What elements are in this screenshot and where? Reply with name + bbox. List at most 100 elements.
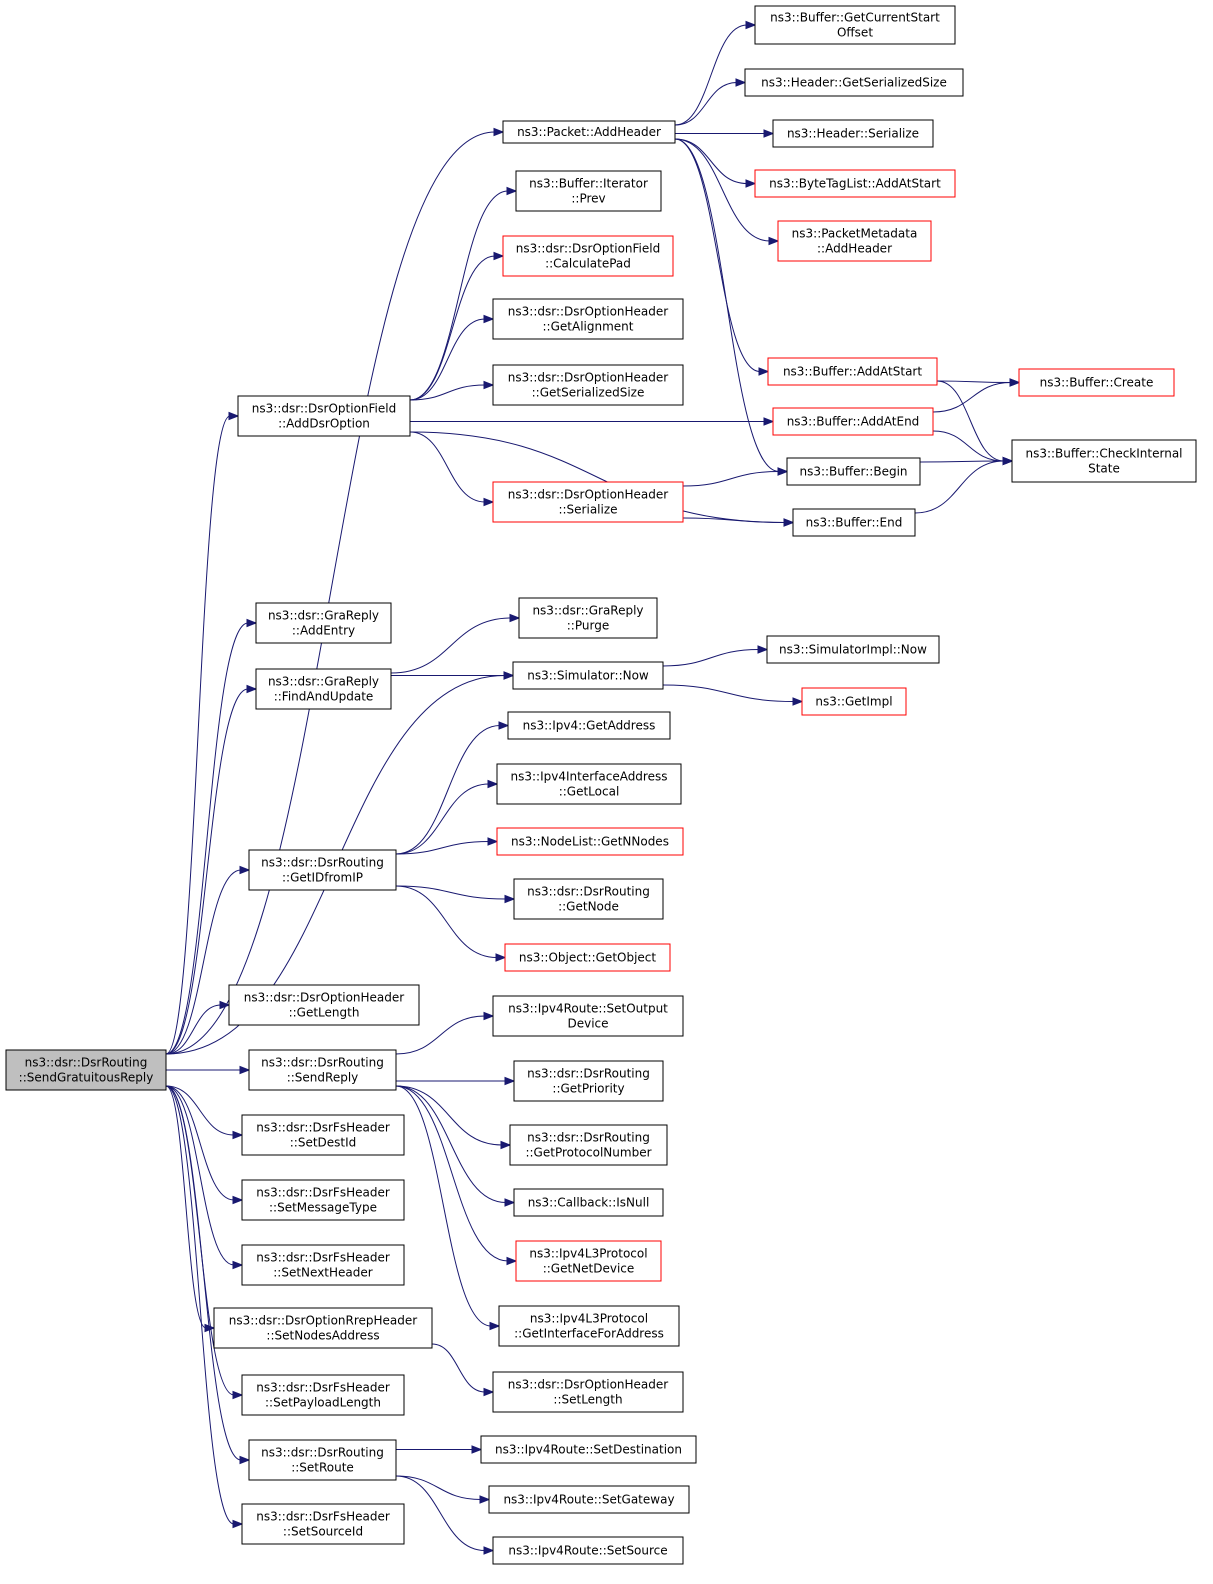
node-pmAdd[interactable]: ns3::PacketMetadata::AddHeader: [777, 220, 932, 262]
node-label-line: ns3::dsr::DsrOptionHeader: [508, 371, 668, 385]
node-bufEnd[interactable]: ns3::Buffer::End: [792, 508, 916, 537]
node-fsMsg[interactable]: ns3::dsr::DsrFsHeader::SetMessageType: [241, 1179, 405, 1221]
node-bufAddStart[interactable]: ns3::Buffer::AddAtStart: [767, 357, 938, 386]
node-getNode[interactable]: ns3::dsr::DsrRouting::GetNode: [513, 878, 664, 920]
node-graPurge[interactable]: ns3::dsr::GraReply::Purge: [518, 597, 658, 639]
node-ohSetLen[interactable]: ns3::dsr::DsrOptionHeader::SetLength: [492, 1371, 684, 1413]
call-edge-setRoute-setSrc: [395, 1475, 495, 1555]
node-ohGetLen[interactable]: ns3::dsr::DsrOptionHeader::GetLength: [228, 984, 420, 1026]
node-label-line: ::GetLength: [289, 1006, 360, 1020]
node-ohSer[interactable]: ns3::dsr::DsrOptionHeader::Serialize: [492, 481, 684, 523]
node-getIfFor[interactable]: ns3::Ipv4L3Protocol::GetInterfaceForAddr…: [498, 1305, 680, 1347]
node-getNetDev[interactable]: ns3::Ipv4L3Protocol::GetNetDevice: [515, 1240, 662, 1282]
node-calcPad[interactable]: ns3::dsr::DsrOptionField::CalculatePad: [502, 235, 674, 277]
node-addDsr[interactable]: ns3::dsr::DsrOptionField::AddDsrOption: [237, 395, 411, 437]
node-label-line: ns3::NodeList::GetNNodes: [511, 835, 669, 849]
node-box: [786, 457, 921, 486]
arrowhead-icon: [504, 1198, 516, 1207]
node-simNow[interactable]: ns3::Simulator::Now: [512, 661, 664, 690]
call-edge-sendReply-getProto: [395, 1085, 512, 1150]
node-getNNodes[interactable]: ns3::NodeList::GetNNodes: [496, 827, 684, 856]
node-label-line: ::SetNodesAddress: [266, 1329, 379, 1343]
call-edge-sendReply-getPriority: [396, 1076, 516, 1086]
call-edge-getIdFromIp-getNode: [395, 885, 516, 904]
node-box: [754, 5, 956, 45]
node-fsSrc[interactable]: ns3::dsr::DsrFsHeader::SetSourceId: [241, 1503, 405, 1545]
node-box: [772, 407, 934, 436]
node-getIdFromIp[interactable]: ns3::dsr::DsrRouting::GetIDfromIP: [248, 849, 397, 891]
node-fsPayload[interactable]: ns3::dsr::DsrFsHeader::SetPayloadLength: [241, 1374, 405, 1416]
arrowhead-icon: [503, 671, 515, 680]
node-box: [255, 668, 392, 710]
node-label-line: ns3::Buffer::AddAtEnd: [787, 415, 920, 429]
node-box: [801, 687, 907, 716]
call-edge-sendReply-getNetDev: [395, 1085, 518, 1266]
arrowhead-icon: [219, 1000, 231, 1010]
node-hdrSer[interactable]: ns3::Header::Serialize: [772, 119, 934, 148]
node-getImpl[interactable]: ns3::GetImpl: [801, 687, 907, 716]
call-edge-addHeader-pmAdd: [674, 138, 780, 246]
node-label-line: ::GetIDfromIP: [282, 871, 363, 885]
node-label-line: ::SetNextHeader: [273, 1266, 373, 1280]
node-ipv4Addr[interactable]: ns3::Ipv4::GetAddress: [507, 711, 671, 740]
node-label-line: ns3::dsr::DsrOptionHeader: [244, 991, 404, 1005]
node-getPriority[interactable]: ns3::dsr::DsrRouting::GetPriority: [513, 1060, 664, 1102]
node-setSrc[interactable]: ns3::Ipv4Route::SetSource: [492, 1536, 684, 1565]
arrowhead-icon: [483, 380, 495, 390]
node-box: [241, 1374, 405, 1416]
node-graAdd[interactable]: ns3::dsr::GraReply::AddEntry: [255, 602, 392, 644]
node-setDest[interactable]: ns3::Ipv4Route::SetDestination: [480, 1435, 697, 1464]
node-fsNext[interactable]: ns3::dsr::DsrFsHeader::SetNextHeader: [241, 1244, 405, 1286]
node-box: [492, 298, 684, 340]
node-bufBegin[interactable]: ns3::Buffer::Begin: [786, 457, 921, 486]
call-edge-bufAddEnd-bufCreate: [932, 378, 1021, 413]
node-box: [509, 1124, 668, 1166]
node-addHeader[interactable]: ns3::Packet::AddHeader: [502, 120, 676, 144]
node-bufCreate[interactable]: ns3::Buffer::Create: [1018, 368, 1175, 397]
node-box: [241, 1503, 405, 1545]
node-ifaceLocal[interactable]: ns3::Ipv4InterfaceAddress::GetLocal: [496, 763, 682, 805]
node-getAlign[interactable]: ns3::dsr::DsrOptionHeader::GetAlignment: [492, 298, 684, 340]
node-setGw[interactable]: ns3::Ipv4Route::SetGateway: [488, 1485, 690, 1514]
node-box: [515, 1240, 662, 1282]
call-edge-root-ohGetLen: [165, 1000, 231, 1055]
node-fsDest[interactable]: ns3::dsr::DsrFsHeader::SetDestId: [241, 1114, 405, 1156]
node-cbIsNull[interactable]: ns3::Callback::IsNull: [513, 1188, 664, 1217]
node-btlAdd[interactable]: ns3::ByteTagList::AddAtStart: [754, 169, 956, 198]
node-sendReply[interactable]: ns3::dsr::DsrRouting::SendReply: [248, 1049, 397, 1091]
arrowhead-icon: [509, 613, 521, 623]
node-box: [504, 943, 671, 972]
node-getProto[interactable]: ns3::dsr::DsrRouting::GetProtocolNumber: [509, 1124, 668, 1166]
node-ohSize[interactable]: ns3::dsr::DsrOptionHeader::GetSerialized…: [492, 364, 684, 406]
call-edge-root-graFind: [165, 684, 258, 1055]
node-box: [772, 119, 934, 148]
node-label-line: ns3::dsr::DsrFsHeader: [256, 1381, 390, 1395]
call-edge-getIdFromIp-ifaceLocal: [395, 779, 499, 855]
node-bufAddEnd[interactable]: ns3::Buffer::AddAtEnd: [772, 407, 934, 436]
node-label-line: ::GetPriority: [552, 1082, 624, 1096]
node-label-line: ns3::dsr::DsrRouting: [527, 1067, 650, 1081]
arrowhead-icon: [246, 684, 258, 694]
call-edge-ohSer-bufEnd: [682, 517, 795, 527]
call-graph-nodes: ns3::dsr::DsrRouting::SendGratuitousRepl…: [5, 5, 1197, 1565]
node-getObject[interactable]: ns3::Object::GetObject: [504, 943, 671, 972]
node-label-line: ns3::dsr::DsrRouting: [261, 1056, 384, 1070]
node-box: [241, 1179, 405, 1221]
node-simImplNow[interactable]: ns3::SimulatorImpl::Now: [766, 635, 940, 664]
node-hdrSize[interactable]: ns3::Header::GetSerializedSize: [744, 68, 964, 97]
node-box: [496, 763, 682, 805]
node-box: [492, 364, 684, 406]
node-setRoute[interactable]: ns3::dsr::DsrRouting::SetRoute: [248, 1439, 397, 1481]
node-label-line: ns3::Header::GetSerializedSize: [761, 76, 947, 90]
node-graFind[interactable]: ns3::dsr::GraReply::FindAndUpdate: [255, 668, 392, 710]
node-label-line: ns3::Buffer::Begin: [799, 465, 907, 479]
node-label-line: ::GetAlignment: [543, 320, 634, 334]
node-box: [5, 1049, 167, 1091]
node-rrepNodes[interactable]: ns3::dsr::DsrOptionRrepHeader::SetNodesA…: [213, 1307, 433, 1349]
node-label-line: ns3::dsr::DsrRouting: [527, 1131, 650, 1145]
node-bufPrev[interactable]: ns3::Buffer::Iterator::Prev: [515, 170, 662, 212]
